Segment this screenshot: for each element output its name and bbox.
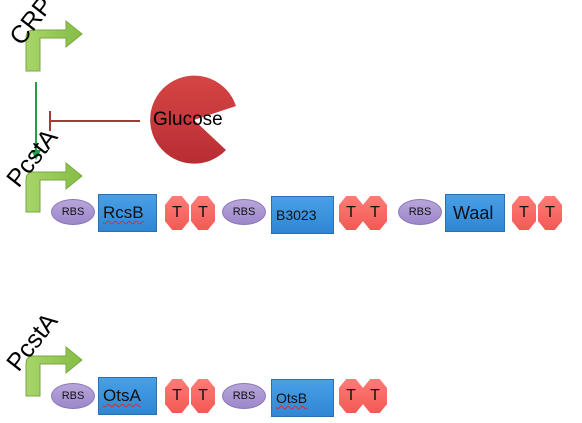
terminator: T <box>339 196 363 230</box>
gene-b3023: B3023 <box>271 196 334 234</box>
gene-waal-label: Waal <box>453 202 494 223</box>
gene-rcsb-label: RcsB <box>103 203 144 222</box>
inhibition-line <box>49 111 140 131</box>
pcsta-promoter-arrow-bottom <box>25 345 83 397</box>
rbs-part: RBS <box>222 383 266 409</box>
rbs-part: RBS <box>51 199 95 225</box>
terminator: T <box>165 379 189 413</box>
gene-otsb-label: OtsB <box>276 390 308 406</box>
terminator: T <box>339 379 363 413</box>
terminator: T <box>363 379 387 413</box>
terminator: T <box>191 379 215 413</box>
terminator: T <box>538 196 562 230</box>
gene-otsb: OtsB <box>271 379 334 417</box>
gene-b3023-label: B3023 <box>276 207 317 223</box>
glucose-shape <box>150 75 236 164</box>
gene-waal: Waal <box>445 194 505 232</box>
rbs-part: RBS <box>222 199 266 225</box>
gene-rcsb: RcsB <box>98 194 157 232</box>
gene-otsa: OtsA <box>98 377 157 415</box>
crp-promoter-arrow <box>25 19 83 72</box>
terminator: T <box>165 196 189 230</box>
pcsta-promoter-arrow-top <box>25 161 83 213</box>
terminator: T <box>191 196 215 230</box>
glucose-label: Glucose <box>153 109 223 130</box>
terminator: T <box>512 196 536 230</box>
gene-otsa-label: OtsA <box>103 386 141 405</box>
terminator: T <box>363 196 387 230</box>
rbs-part: RBS <box>51 383 95 409</box>
activation-arrow <box>31 82 41 160</box>
rbs-part: RBS <box>398 199 442 225</box>
